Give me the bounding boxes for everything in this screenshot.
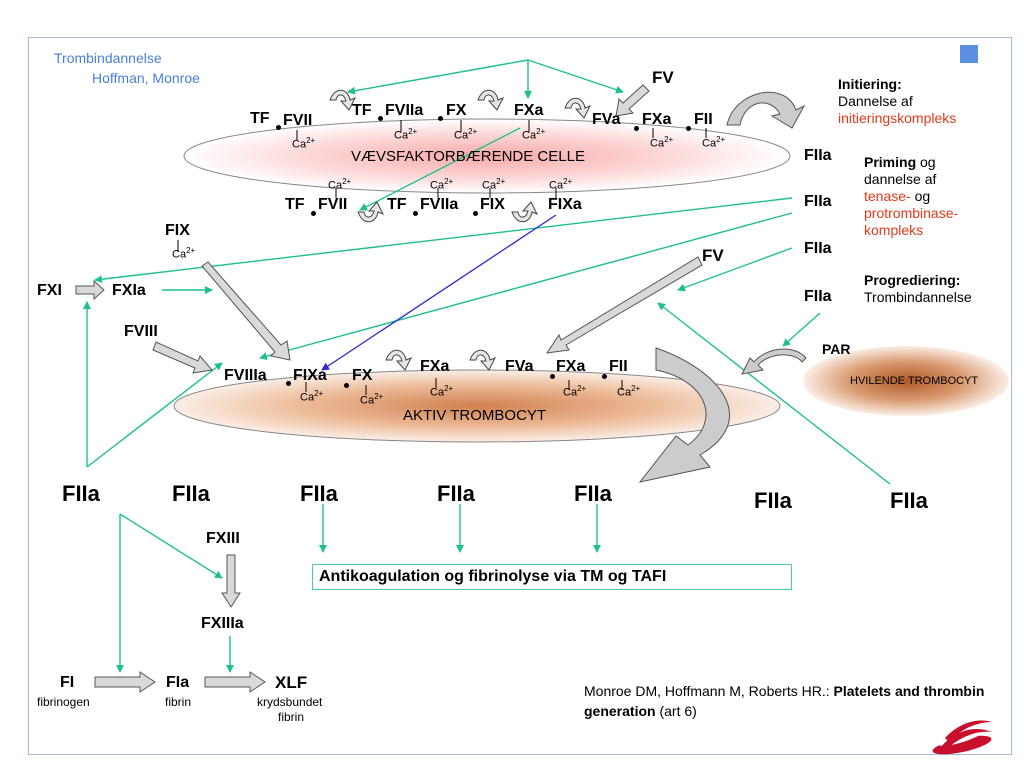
factor-fviiia: FVIIIa — [224, 367, 267, 384]
crosslinked-label-2: fibrin — [278, 710, 305, 724]
par-label: PAR — [822, 341, 851, 357]
fibrinogen-label: fibrinogen — [37, 695, 90, 709]
complex-bond-dot — [602, 374, 607, 379]
complex-bond-dot — [276, 125, 281, 130]
complex-bond-dot — [413, 211, 418, 216]
factor-fxiii: FXIII — [206, 530, 240, 547]
anticoagulation-box: Antikoagulation og fibrinolyse via TM og… — [312, 564, 792, 590]
factor-fixa-2: FIXa — [293, 367, 327, 384]
tissue-factor-cell — [183, 118, 791, 194]
factor-fiia-b2: FIIa — [172, 481, 210, 506]
factor-fiia-r2: FIIa — [804, 193, 832, 210]
active-platelet-label: AKTIV TROMBOCYT — [403, 407, 547, 424]
active-platelet-cell — [173, 369, 781, 443]
phase-initiation: Initiering: Dannelse af initieringskompl… — [838, 76, 957, 126]
phase-progression: Progrediering: Trombindannelse — [864, 272, 972, 305]
complex-bond-dot — [311, 211, 316, 216]
factor-fiia-b1: FIIa — [62, 481, 100, 506]
calcium-label: Ca2+ — [563, 384, 587, 399]
complex-bond-dot — [634, 126, 639, 131]
factor-fix-1: FIX — [480, 196, 505, 213]
factor-fiia-b7: FIIa — [890, 488, 928, 513]
complex-bond-dot — [438, 116, 443, 121]
factor-fxa-3: FXa — [420, 358, 450, 375]
phase-priming: Priming og dannelse af tenase- og protro… — [864, 154, 959, 238]
complex-bond-dot — [686, 126, 691, 131]
factor-tf-1: TF — [250, 110, 270, 127]
factor-fxia: FXIa — [112, 282, 146, 299]
factor-fviia-2: FVIIa — [420, 196, 459, 213]
calcium-label: Ca2+ — [172, 246, 196, 261]
fibrin-label: fibrin — [165, 695, 192, 709]
factor-fixa-1: FIXa — [548, 196, 582, 213]
factor-fx-1: FX — [446, 102, 467, 119]
calcium-label: Ca2+ — [430, 177, 454, 192]
calcium-label: Ca2+ — [702, 135, 726, 150]
calcium-label: Ca2+ — [522, 127, 546, 142]
slide-frame — [28, 37, 1012, 755]
factor-fiia-b6: FIIa — [754, 488, 792, 513]
calcium-label: Ca2+ — [430, 384, 454, 399]
header-title: Trombindannelse — [54, 50, 162, 66]
factor-fi: FI — [60, 674, 75, 691]
calcium-label: Ca2+ — [482, 177, 506, 192]
factor-fv-2: FV — [702, 246, 724, 265]
factor-fix-2: FIX — [165, 222, 190, 239]
factor-tf-4: TF — [387, 196, 407, 213]
calcium-label: Ca2+ — [292, 136, 316, 151]
calcium-label: Ca2+ — [300, 389, 324, 404]
calcium-label: Ca2+ — [650, 135, 674, 150]
corner-square-icon — [960, 45, 978, 63]
factor-fv-1: FV — [652, 68, 674, 87]
header-subtitle: Hoffman, Monroe — [92, 70, 200, 86]
factor-fviii: FVIII — [124, 323, 158, 340]
calcium-label: Ca2+ — [454, 127, 478, 142]
brand-logo-icon — [932, 720, 992, 755]
calcium-label: Ca2+ — [328, 177, 352, 192]
factor-xlf: XLF — [275, 673, 308, 692]
factor-fxa-2: FXa — [642, 111, 672, 128]
calcium-label: Ca2+ — [360, 392, 384, 407]
factor-fii-1: FII — [694, 111, 713, 128]
crosslinked-label-1: krydsbundet — [257, 695, 323, 709]
calcium-label: Ca2+ — [549, 177, 573, 192]
factor-fia: FIa — [166, 674, 190, 691]
complex-bond-dot — [344, 383, 349, 388]
citation: Monroe DM, Hoffmann M, Roberts HR.: Plat… — [584, 683, 985, 719]
tissue-factor-cell-label: VÆVSFAKTORBÆRENDE CELLE — [351, 148, 585, 165]
factor-tf-2: TF — [352, 102, 372, 119]
factor-tf-3: TF — [285, 196, 305, 213]
calcium-label: Ca2+ — [617, 384, 641, 399]
resting-platelet-cell — [803, 346, 1009, 416]
factor-fiia-b4: FIIa — [437, 481, 475, 506]
factor-fx-2: FX — [352, 367, 373, 384]
calcium-label: Ca2+ — [394, 127, 418, 142]
factor-fiia-r3: FIIa — [804, 240, 832, 257]
complex-bond-dot — [550, 374, 555, 379]
factor-fii-2: FII — [609, 358, 628, 375]
factor-fiia-r4: FIIa — [804, 288, 832, 305]
factor-fviia-1: FVIIa — [385, 102, 424, 119]
complex-bond-dot — [378, 116, 383, 121]
factor-fvii-1: FVII — [283, 112, 313, 129]
resting-platelet-label: HVILENDE TROMBOCYT — [850, 375, 979, 387]
factor-fxi: FXI — [37, 282, 62, 299]
factor-fvii-2: FVII — [318, 196, 348, 213]
complex-bond-dot — [286, 381, 291, 386]
complex-bond-dot — [473, 211, 478, 216]
factor-fxa-4: FXa — [556, 358, 586, 375]
factor-fxiiia: FXIIIa — [201, 615, 244, 632]
factor-fiia-b5: FIIa — [574, 481, 612, 506]
factor-fxa-1: FXa — [514, 102, 544, 119]
factor-fva-1: FVa — [592, 111, 621, 128]
factor-fiia-r1: FIIa — [804, 147, 832, 164]
factor-fiia-b3: FIIa — [300, 481, 338, 506]
factor-fva-2: FVa — [505, 358, 534, 375]
